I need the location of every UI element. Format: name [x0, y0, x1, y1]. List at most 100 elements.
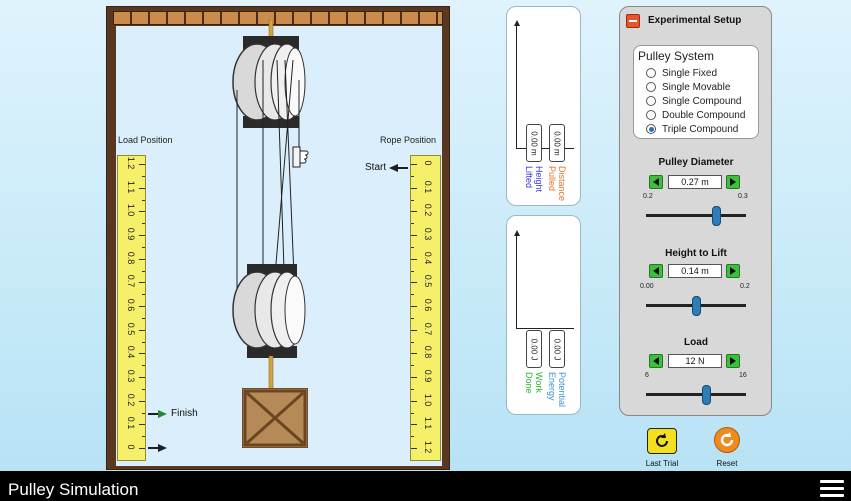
- hand-grip-icon[interactable]: [291, 145, 311, 169]
- load-decrease-button[interactable]: [649, 354, 663, 368]
- ruler-number: 0.8: [423, 346, 433, 359]
- pulley-apparatus[interactable]: [225, 20, 315, 460]
- option-single-movable[interactable]: Single Movable: [646, 80, 745, 94]
- ruler-tick: [411, 187, 417, 189]
- last-trial-button[interactable]: [647, 428, 677, 454]
- ruler-tick: [411, 211, 417, 213]
- load-increase-button[interactable]: [726, 354, 740, 368]
- radio-icon[interactable]: [646, 82, 656, 92]
- left-arrow-icon: [653, 267, 659, 275]
- ruler-number: 0.1: [126, 417, 136, 430]
- pulley-system-options: Single Fixed Single Movable Single Compo…: [646, 66, 745, 136]
- radio-icon[interactable]: [646, 96, 656, 106]
- load-position-arrow-head: [158, 444, 167, 452]
- distance-pulled-value-box: 0.00 m: [549, 124, 565, 162]
- ruler-tick: [139, 400, 145, 402]
- height-decrease-button[interactable]: [649, 264, 663, 278]
- ruler-tick: [139, 329, 145, 331]
- hamburger-menu-icon[interactable]: [820, 480, 844, 498]
- ruler-number: 0.4: [423, 251, 433, 264]
- option-double-compound[interactable]: Double Compound: [646, 108, 745, 122]
- potential-energy-value: 0.00 J: [552, 338, 562, 360]
- distance-pulled-value: 0.00 m: [552, 130, 562, 156]
- option-label: Triple Compound: [662, 123, 739, 135]
- diameter-slider-thumb[interactable]: [712, 206, 721, 226]
- height-slider-thumb[interactable]: [692, 296, 701, 316]
- load-slider-thumb[interactable]: [702, 385, 711, 405]
- reset-button[interactable]: [714, 427, 740, 453]
- top-graph-y-axis: [516, 22, 517, 148]
- ruler-tick: [411, 270, 414, 272]
- reset-icon: [720, 432, 734, 447]
- load-title: Load: [684, 337, 708, 348]
- ruler-number: 0.2: [126, 393, 136, 406]
- bottom-bar: [0, 471, 851, 501]
- ruler-tick: [142, 365, 145, 367]
- ruler-number: 1.1: [423, 417, 433, 430]
- load-position-label: Load Position: [118, 135, 173, 145]
- load-min: 6: [645, 372, 649, 379]
- height-lifted-label: Height Lifted: [524, 166, 544, 193]
- ruler-number: 1.2: [126, 156, 136, 170]
- ruler-number: 1.0: [423, 393, 433, 406]
- load-value-field[interactable]: 12 N: [668, 354, 722, 368]
- height-lifted-value: 0.00 m: [529, 130, 539, 156]
- ruler-tick: [411, 377, 417, 378]
- option-triple-compound[interactable]: Triple Compound: [646, 122, 745, 136]
- ruler-tick: [142, 246, 145, 248]
- height-value-field[interactable]: 0.14 m: [668, 264, 722, 278]
- finish-arrow: [148, 413, 160, 415]
- option-single-fixed[interactable]: Single Fixed: [646, 66, 745, 80]
- radio-icon[interactable]: [646, 68, 656, 78]
- ruler-number: 0: [126, 444, 136, 450]
- height-max: 0.2: [740, 283, 750, 290]
- ruler-tick: [411, 400, 417, 402]
- diameter-value-field[interactable]: 0.27 m: [668, 175, 722, 189]
- work-done-value: 0.00 J: [529, 338, 539, 360]
- diameter-max: 0.3: [738, 193, 748, 200]
- height-to-lift-title: Height to Lift: [665, 248, 727, 259]
- left-arrow-icon: [653, 357, 659, 365]
- finish-label: Finish: [171, 408, 198, 419]
- ruler-number: 0.4: [126, 346, 136, 359]
- pulley-system-box: [633, 45, 759, 139]
- height-lifted-value-box: 0.00 m: [526, 124, 542, 162]
- ruler-tick: [411, 164, 417, 165]
- ruler-tick: [411, 412, 414, 414]
- ruler-tick: [142, 294, 145, 296]
- height-increase-button[interactable]: [726, 264, 740, 278]
- ruler-tick: [142, 223, 145, 225]
- diameter-slider-track[interactable]: [646, 214, 746, 217]
- potential-energy-value-box: 0.00 J: [549, 330, 565, 368]
- ruler-tick: [139, 211, 145, 213]
- ruler-tick: [411, 258, 417, 260]
- ruler-tick: [411, 199, 414, 201]
- load-slider-track[interactable]: [646, 393, 746, 396]
- right-arrow-icon: [730, 178, 736, 186]
- ruler-tick: [411, 448, 417, 449]
- ruler-number: 0.6: [126, 298, 136, 312]
- simulation-title: Pulley Simulation: [8, 480, 139, 499]
- radio-icon[interactable]: [646, 110, 656, 120]
- ruler-tick: [139, 353, 145, 355]
- ruler-tick: [139, 164, 145, 165]
- collapse-setup-button[interactable]: [626, 14, 640, 28]
- load-crate: [242, 388, 308, 448]
- diameter-decrease-button[interactable]: [649, 175, 663, 189]
- refresh-icon: [656, 433, 668, 447]
- setup-title: Experimental Setup: [648, 15, 742, 26]
- option-single-compound[interactable]: Single Compound: [646, 94, 745, 108]
- ruler-number: 0.3: [126, 369, 136, 383]
- diameter-increase-button[interactable]: [726, 175, 740, 189]
- start-label: Start: [365, 162, 387, 173]
- ruler-tick: [142, 341, 145, 343]
- ruler-number: 0.8: [126, 251, 136, 264]
- ruler-tick: [411, 424, 417, 426]
- ruler-tick: [139, 448, 145, 449]
- radio-selected-icon[interactable]: [646, 124, 656, 134]
- ruler-tick: [142, 317, 145, 319]
- work-energy-graph-panel: [506, 215, 581, 415]
- ruler-number: 0.5: [126, 322, 136, 335]
